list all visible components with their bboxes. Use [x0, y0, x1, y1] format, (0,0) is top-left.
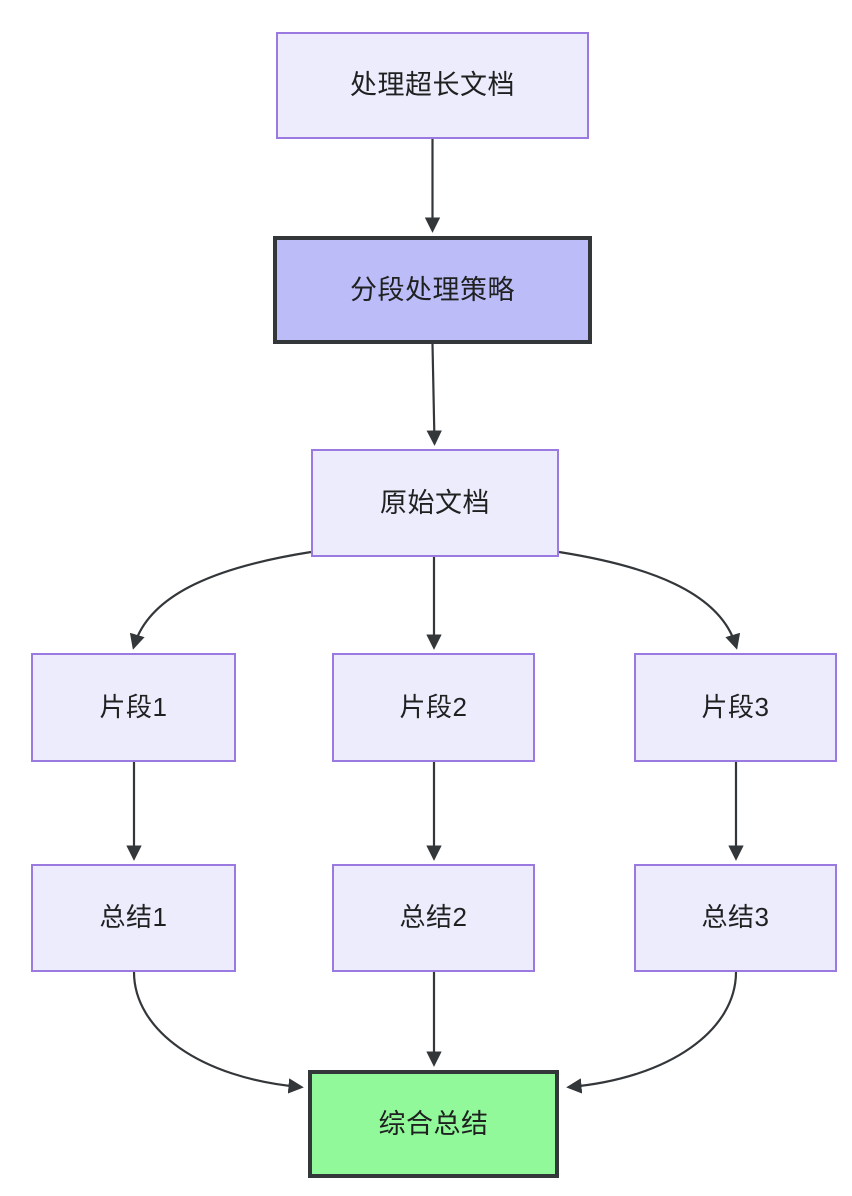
node-segment-2[interactable]: 片段2 [332, 653, 535, 762]
node-label: 总结2 [399, 902, 468, 933]
node-label: 处理超长文档 [350, 70, 515, 101]
node-label: 总结3 [701, 902, 770, 933]
node-summary-2[interactable]: 总结2 [332, 864, 535, 972]
edge-n3-n6 [558, 550, 741, 650]
node-label: 综合总结 [378, 1108, 489, 1139]
edge-n3-n4 [129, 550, 312, 650]
node-label: 总结1 [99, 902, 168, 933]
node-combined-summary[interactable]: 综合总结 [308, 1070, 559, 1178]
node-process-long-document[interactable]: 处理超长文档 [276, 32, 589, 139]
node-label: 片段1 [99, 691, 168, 722]
edge-n2-n3 [426, 343, 442, 446]
node-label: 分段处理策略 [350, 274, 515, 305]
edge-n7-n10 [132, 971, 304, 1094]
node-segment-3[interactable]: 片段3 [634, 653, 837, 762]
node-segment-1[interactable]: 片段1 [31, 653, 236, 762]
node-summary-3[interactable]: 总结3 [634, 864, 837, 972]
node-label: 片段3 [701, 691, 770, 722]
node-original-document[interactable]: 原始文档 [311, 449, 559, 557]
node-label: 片段2 [399, 691, 468, 722]
node-summary-1[interactable]: 总结1 [31, 864, 236, 972]
edge-n9-n10 [566, 971, 738, 1094]
node-label: 原始文档 [380, 487, 490, 518]
node-chunking-strategy[interactable]: 分段处理策略 [273, 236, 592, 344]
